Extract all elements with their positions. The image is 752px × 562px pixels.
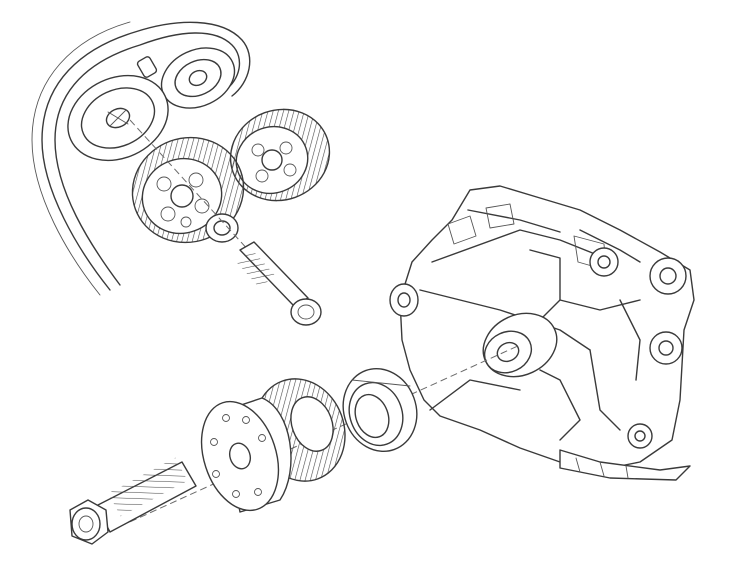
crankshaft-bolt [69, 457, 197, 545]
idler-bolt [237, 241, 322, 326]
engine-housing [389, 185, 695, 481]
timing-belt [31, 21, 251, 296]
upper-idler-pulley [136, 47, 236, 109]
idler-pulley-right [229, 108, 331, 202]
crankshaft-seal [342, 367, 418, 453]
crankshaft-sprocket [200, 378, 346, 513]
camshaft-pulley [67, 74, 169, 162]
spacer-washer [205, 213, 239, 243]
